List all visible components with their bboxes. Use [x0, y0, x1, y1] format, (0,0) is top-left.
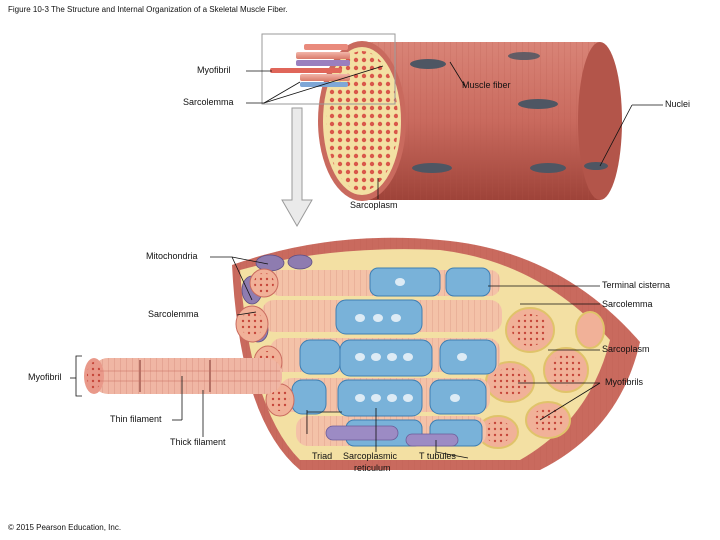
- figure-title: Figure 10-3 The Structure and Internal O…: [8, 5, 288, 14]
- label-sarcoplasmic-reticulum-line2: reticulum: [354, 463, 391, 473]
- label-myofibrils: Myofibrils: [605, 377, 644, 387]
- zoom-box: [261, 33, 396, 105]
- t-tubule-bars: [325, 425, 459, 447]
- label-terminal-cisterna: Terminal cisterna: [602, 280, 671, 290]
- label-sarcolemma-top: Sarcolemma: [183, 97, 234, 107]
- label-t-tubules: T tubules: [419, 451, 456, 461]
- nucleus-icons: [410, 52, 608, 173]
- label-triad: Triad: [312, 451, 333, 461]
- label-sarcoplasm-top: Sarcoplasm: [350, 200, 398, 210]
- reticulum-holes: [355, 278, 467, 402]
- myofibril-cross-sections: [477, 307, 605, 449]
- label-sarcoplasmic-reticulum-line1: Sarcoplasmic: [343, 451, 398, 461]
- label-myofibril-bottom: Myofibril: [28, 372, 62, 382]
- label-muscle-fiber: Muscle fiber: [462, 80, 511, 90]
- top-leader-lines: [246, 61, 663, 199]
- myofibril-rods: [270, 44, 350, 87]
- zoom-arrow-icon: [281, 107, 313, 228]
- isolated-myofibril: [84, 358, 282, 394]
- myofibril-bracket: [75, 355, 82, 397]
- copyright: © 2015 Pearson Education, Inc.: [8, 523, 122, 532]
- label-sarcolemma-right: Sarcolemma: [602, 299, 653, 309]
- label-thick-filament: Thick filament: [170, 437, 226, 447]
- muscle-fiber-cylinder: [270, 41, 622, 201]
- label-myofibril-top: Myofibril: [197, 65, 231, 75]
- label-mitochondria: Mitochondria: [146, 251, 198, 261]
- cross-section-block: [232, 237, 640, 470]
- label-thin-filament: Thin filament: [110, 414, 162, 424]
- label-sarcolemma-left: Sarcolemma: [148, 309, 199, 319]
- bottom-leader-lines: [70, 256, 601, 459]
- label-sarcoplasm-bottom: Sarcoplasm: [602, 344, 650, 354]
- label-nuclei: Nuclei: [665, 99, 691, 109]
